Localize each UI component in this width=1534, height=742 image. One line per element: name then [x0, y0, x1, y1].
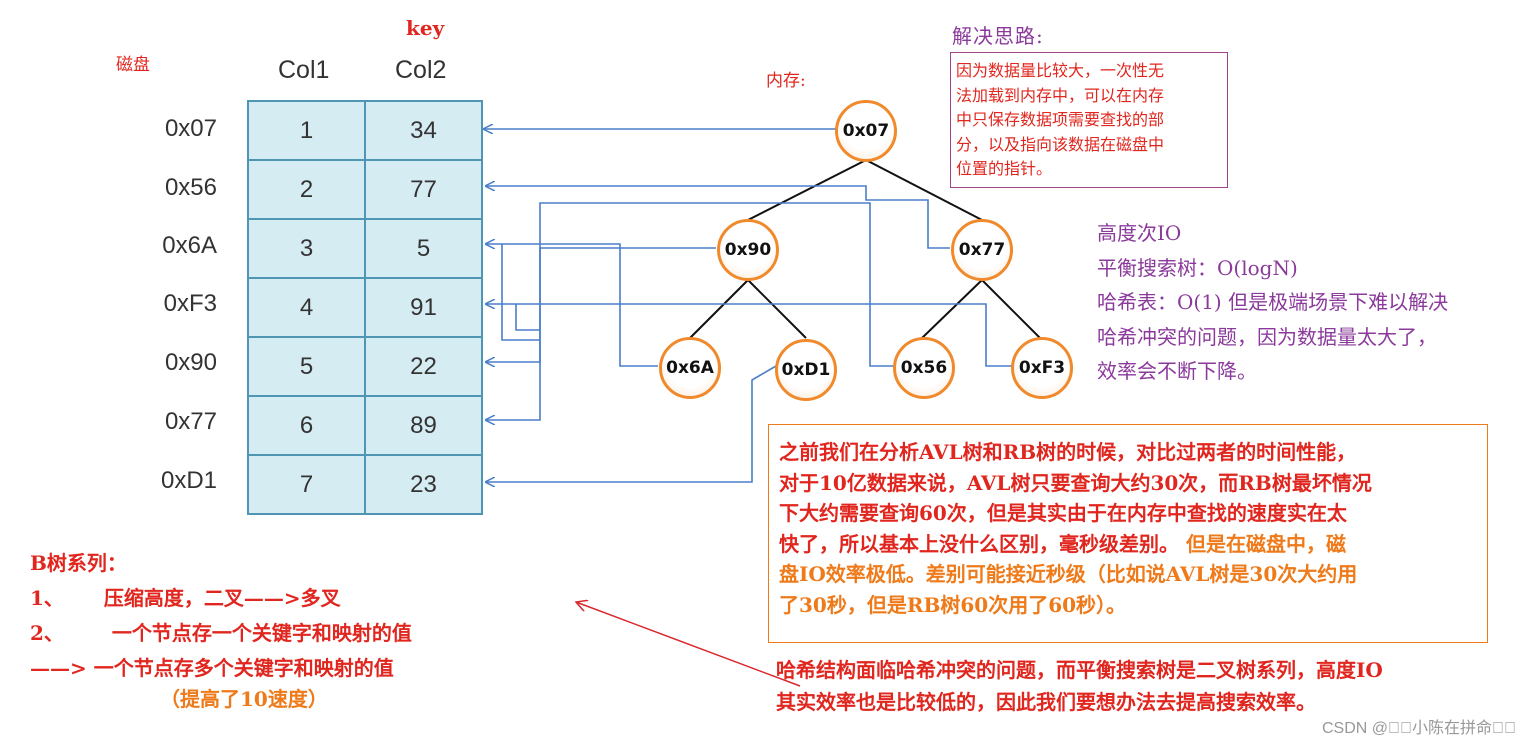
compare-line: 下大约需要查询60次，但是其实由于在内存中查找的速度实在太 [779, 501, 1347, 525]
solution-line: 法加载到内存中，可以在内存 [956, 85, 1165, 105]
tree-node-root: 0x07 [835, 100, 897, 162]
cell: 22 [364, 336, 483, 397]
solution-line: 中只保存数据项需要查找的部 [956, 110, 1165, 129]
tree-node-0x90: 0x90 [717, 219, 779, 281]
cell: 23 [364, 454, 483, 515]
cell: 2 [247, 159, 366, 220]
complexity-line: 哈希冲突的问题，因为数据量太大了， [1097, 324, 1437, 349]
complexity-line: 平衡搜索树：O(logN) [1097, 255, 1298, 280]
addr-3: 0xF3 [163, 290, 217, 317]
summary-line: 哈希结构面临哈希冲突的问题，而平衡搜索树是二叉树系列，高度IO [776, 658, 1383, 682]
cell: 3 [247, 218, 366, 279]
col1-header: Col1 [278, 56, 330, 84]
comparison-box: 之前我们在分析AVL树和RB树的时候，对比过两者的时间性能， 对于10亿数据来说… [768, 424, 1488, 643]
tree-node-0xF3: 0xF3 [1011, 337, 1073, 399]
complexity-line: 高度次IO [1097, 221, 1182, 245]
addr-0: 0x07 [164, 115, 217, 142]
tree-edges [689, 159, 1041, 339]
addr-2: 0x6A [162, 232, 217, 259]
complexity-line: 哈希表：O(1) 但是极端场景下难以解决 [1097, 290, 1449, 314]
col2-header: Col2 [395, 56, 447, 84]
bottom-summary: 哈希结构面临哈希冲突的问题，而平衡搜索树是二叉树系列，高度IO 其实效率也是比较… [776, 654, 1383, 718]
cell: 1 [247, 100, 366, 161]
addr-1: 0x56 [164, 174, 217, 201]
summary-line: 其实效率也是比较低的，因此我们要想办法去提高搜索效率。 [776, 690, 1316, 714]
complexity-line: 效率会不断下降。 [1097, 359, 1257, 383]
compare-line: 了30秒，但是RB树60次用了60秒）。 [779, 592, 1127, 617]
cell: 91 [364, 277, 483, 338]
tree-node-0xD1: 0xD1 [775, 339, 837, 401]
solution-box: 因为数据量比较大，一次性无 法加载到内存中，可以在内存 中只保存数据项需要查找的… [950, 52, 1228, 188]
red-arrow [576, 602, 801, 687]
cell: 5 [364, 218, 483, 279]
solution-line: 因为数据量比较大，一次性无 [956, 61, 1165, 80]
cell: 6 [247, 395, 366, 456]
cell: 5 [247, 336, 366, 397]
compare-line-part: 但是在磁盘中，磁 [1185, 531, 1346, 556]
tree-node-0x6A: 0x6A [659, 337, 721, 399]
compare-line: 对于10亿数据来说，AVL树只要查询大约30次，而RB树最坏情况 [779, 470, 1372, 495]
solution-line: 位置的指针。 [956, 159, 1053, 178]
cell: 4 [247, 277, 366, 338]
addr-5: 0x77 [164, 408, 217, 435]
memory-label: 内存: [766, 71, 806, 91]
solution-line: 分，以及指向该数据在磁盘中 [956, 134, 1165, 154]
watermark: CSDN @  小陈在拼命   [1322, 720, 1517, 737]
pointer-lines [484, 129, 1012, 482]
btree-num: 1、 [30, 586, 64, 610]
btree-notes: B树系列： 1、 压缩高度，二叉——>多叉 2、 一个节点存一个关键字和映射的值 —… [30, 546, 412, 686]
compare-line: 盘IO效率极低。差别可能接近秒级（比如说AVL树是30次大约用 [779, 562, 1358, 586]
complexity-notes: 高度次IO 平衡搜索树：O(logN) 哈希表：O(1) 但是极端场景下难以解决… [1097, 216, 1448, 389]
tree-node-0x77: 0x77 [951, 219, 1013, 281]
compare-line-part: 快了，所以基本上没什么区别，毫秒级差别。 [779, 531, 1179, 556]
btree-title: B树系列： [30, 551, 127, 575]
solution-title: 解决思路: [952, 24, 1044, 48]
addr-4: 0x90 [164, 349, 217, 376]
btree-item: 一个节点存一个关键字和映射的值 [111, 621, 412, 645]
disk-label: 磁盘 [116, 55, 150, 75]
cell: 89 [364, 395, 483, 456]
key-label: key [406, 16, 445, 40]
tree-node-0x56: 0x56 [893, 337, 955, 399]
cell: 77 [364, 159, 483, 220]
cell: 7 [247, 454, 366, 515]
btree-item: 压缩高度，二叉——>多叉 [103, 586, 341, 610]
btree-item: ——> 一个节点存多个关键字和映射的值 [30, 656, 394, 680]
cell: 34 [364, 100, 483, 161]
btree-note: （提高了10速度） [160, 687, 328, 711]
btree-num: 2、 [30, 621, 64, 645]
compare-line: 之前我们在分析AVL树和RB树的时候，对比过两者的时间性能， [779, 440, 1357, 464]
addr-6: 0xD1 [160, 467, 217, 494]
